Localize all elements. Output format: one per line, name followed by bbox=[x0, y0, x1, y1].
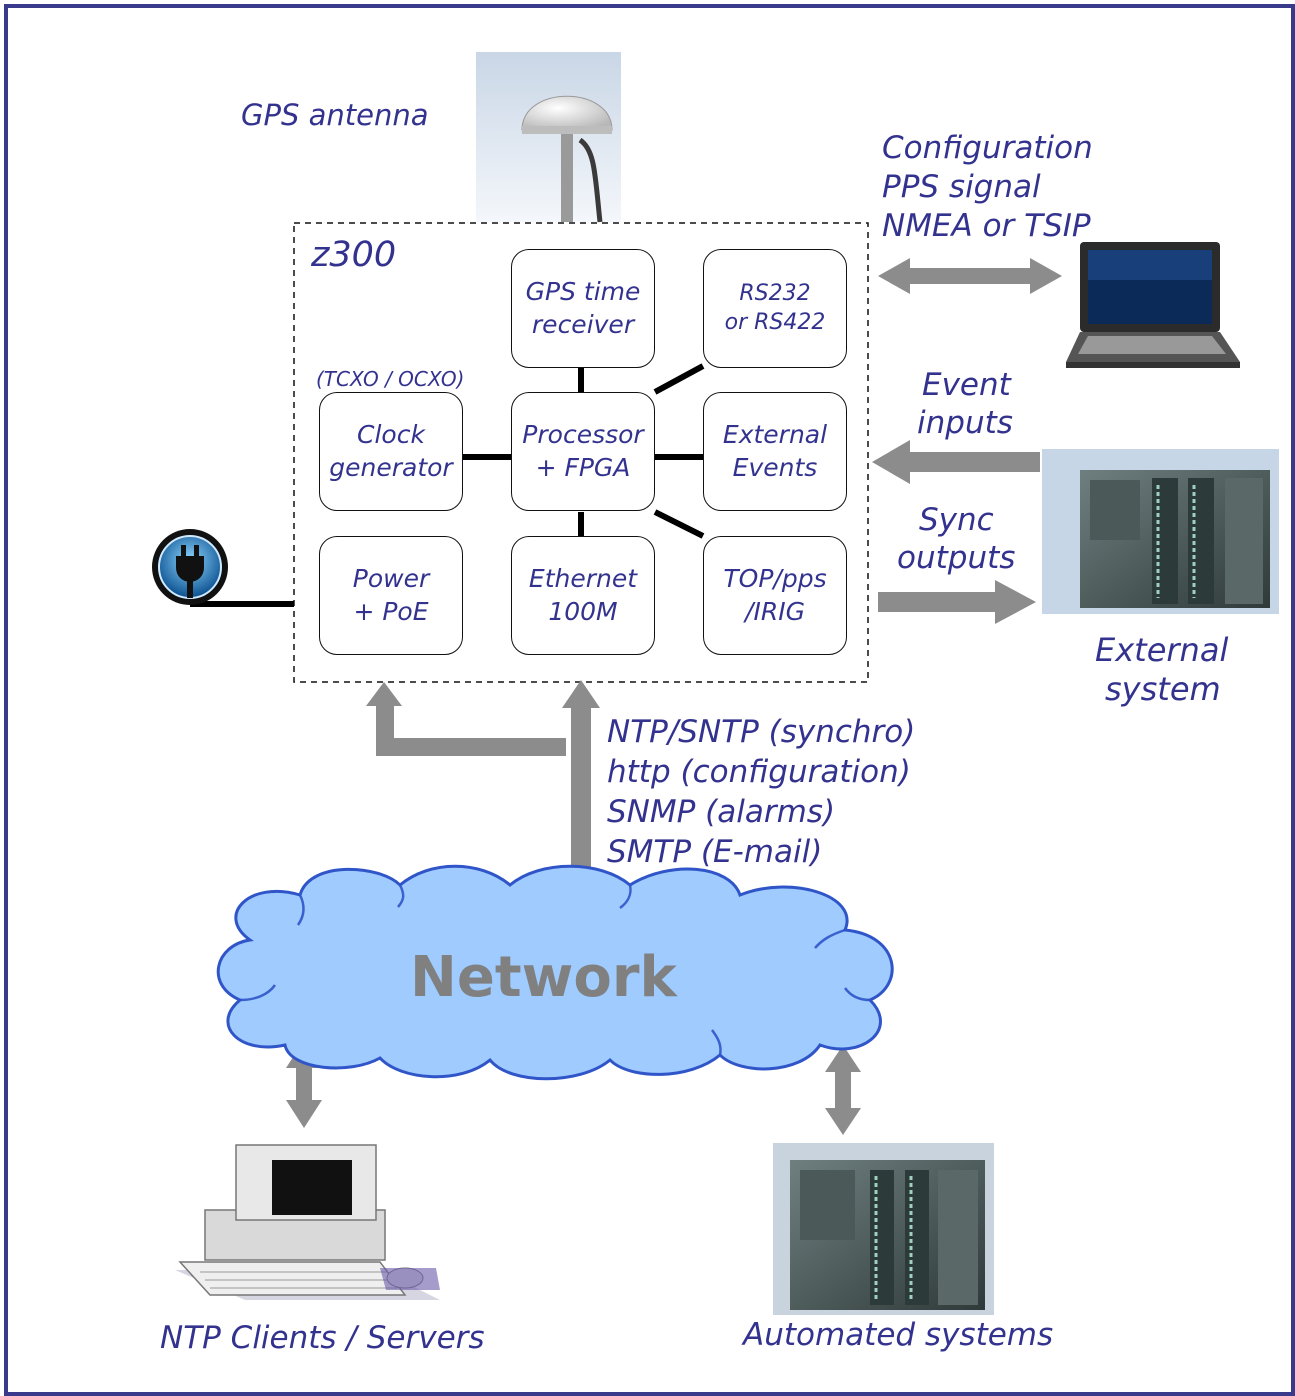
automated-arrow bbox=[825, 1045, 861, 1135]
network-main-arrow bbox=[562, 680, 600, 906]
protocol-line-3: SNMP (alarms) bbox=[607, 794, 836, 830]
external-system-line-2: system bbox=[1105, 670, 1221, 708]
clock-generator-block: Clock generator bbox=[319, 392, 463, 511]
protocol-line-1: NTP/SNTP (synchro) bbox=[607, 714, 916, 750]
protocol-line-4: SMTP (E-mail) bbox=[607, 834, 823, 870]
ethernet-block: Ethernet 100M bbox=[511, 536, 655, 655]
oscillator-note: (TCXO / OCXO) bbox=[316, 367, 465, 391]
serial-link-arrow bbox=[878, 258, 1062, 294]
ntp-clients-label: NTP Clients / Servers bbox=[160, 1320, 485, 1356]
event-inputs-line-1: Event bbox=[922, 367, 1011, 403]
external-system-line-1: External bbox=[1095, 631, 1229, 669]
event-inputs-arrow bbox=[872, 440, 1040, 484]
serial-info-line-2: PPS signal bbox=[882, 169, 1041, 205]
gps-receiver-label: GPS time receiver bbox=[525, 277, 641, 339]
desktop-computer-icon bbox=[175, 1144, 440, 1300]
sync-outputs-line-1: Sync bbox=[919, 502, 994, 538]
gps-receiver-block: GPS time receiver bbox=[511, 249, 655, 368]
serial-info-line-3: NMEA or TSIP bbox=[882, 208, 1091, 244]
network-label: Network bbox=[410, 945, 677, 1010]
network-cloud bbox=[216, 864, 894, 1081]
sync-outputs-arrow bbox=[878, 580, 1036, 624]
device-name: z300 bbox=[311, 235, 397, 275]
clock-generator-label: Clock generator bbox=[329, 420, 453, 482]
event-inputs-line-2: inputs bbox=[917, 405, 1013, 441]
top-pps-label: TOP/pps /IRIG bbox=[723, 564, 827, 626]
external-events-label: External Events bbox=[722, 420, 828, 482]
automated-plc-icon bbox=[773, 1143, 994, 1315]
power-label: Power + PoE bbox=[352, 564, 430, 626]
rs232-block: RS232 or RS422 bbox=[703, 249, 847, 368]
power-plug-icon bbox=[152, 529, 228, 605]
protocol-line-2: http (configuration) bbox=[607, 754, 911, 790]
top-pps-block: TOP/pps /IRIG bbox=[703, 536, 847, 655]
automated-systems-label: Automated systems bbox=[743, 1317, 1054, 1353]
power-network-arrow bbox=[366, 682, 566, 756]
plc-icon bbox=[1042, 449, 1279, 614]
power-block: Power + PoE bbox=[319, 536, 463, 655]
diagram-frame bbox=[4, 4, 1295, 1396]
external-events-block: External Events bbox=[703, 392, 847, 511]
gps-antenna-icon bbox=[476, 52, 621, 223]
processor-block: Processor + FPGA bbox=[511, 392, 655, 511]
laptop-icon bbox=[1066, 242, 1240, 368]
processor-label: Processor + FPGA bbox=[522, 420, 644, 482]
rs232-label: RS232 or RS422 bbox=[724, 280, 826, 335]
internal-connections bbox=[190, 363, 705, 607]
serial-info-line-1: Configuration bbox=[882, 130, 1093, 166]
gps-antenna-label: GPS antenna bbox=[241, 98, 429, 132]
arrows bbox=[286, 258, 1062, 1135]
ethernet-label: Ethernet 100M bbox=[528, 564, 638, 626]
sync-outputs-line-2: outputs bbox=[897, 540, 1016, 576]
